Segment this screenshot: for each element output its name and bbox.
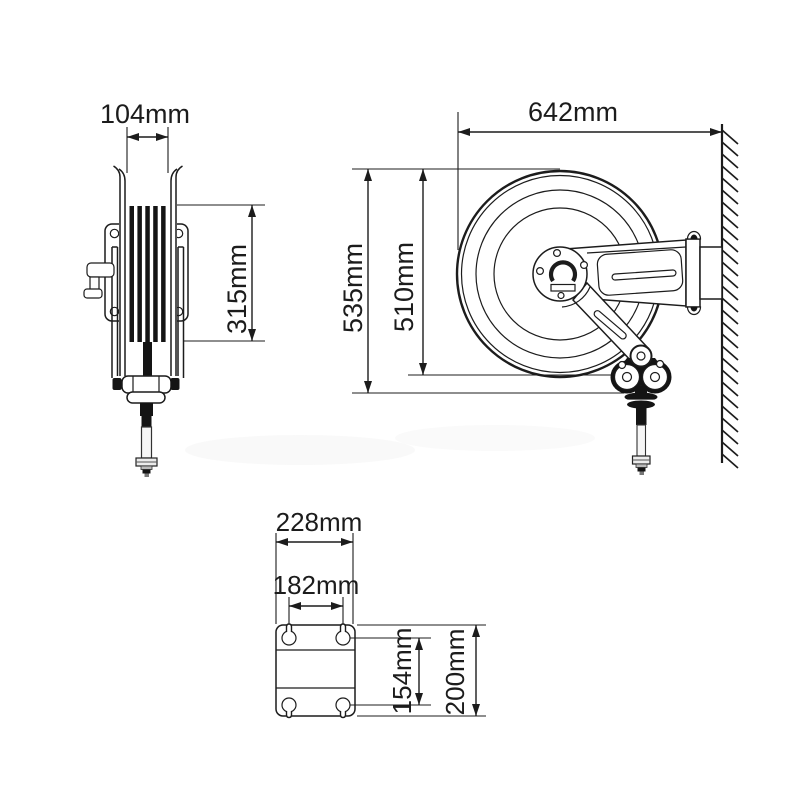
reel-hub <box>532 246 591 308</box>
front-view: 642mm 535mm 510mm <box>338 97 739 475</box>
dim-label-front-width: 642mm <box>528 97 618 127</box>
dim-label-bracket-height: 200mm <box>440 629 470 716</box>
side-pivot-bolt <box>112 378 122 390</box>
hub-bolt <box>557 291 565 300</box>
dim-label-bracket-width: 228mm <box>276 507 363 537</box>
side-drum <box>113 165 183 376</box>
dim-side-width: 104mm <box>100 99 190 173</box>
side-hose-coil <box>129 206 166 376</box>
side-pivot-bolt <box>170 378 180 390</box>
keyhole-top-left <box>281 623 297 646</box>
dim-label-bracket-hole-width: 182mm <box>273 570 360 600</box>
dim-front-overall-height: 535mm <box>338 169 624 394</box>
side-latch-bracket <box>83 262 115 299</box>
keyhole-bottom-left <box>281 697 297 719</box>
side-swivel-fitting <box>112 375 180 477</box>
wall-hatching <box>721 129 739 469</box>
hub-shackle <box>548 260 578 283</box>
dim-bracket-hole-height: 154mm <box>350 628 431 715</box>
watermark-smudge <box>185 425 595 465</box>
side-hose-center <box>143 342 152 376</box>
dim-bracket-width: 228mm <box>275 507 363 624</box>
hub-bolt <box>552 249 561 258</box>
side-view: 104mm 315mm <box>83 99 265 477</box>
front-arm-upper <box>564 239 687 307</box>
bracket-view: 228mm 182mm <box>273 507 486 719</box>
dim-label-front-overall-height: 535mm <box>338 243 368 333</box>
dim-bracket-hole-width: 182mm <box>273 570 360 629</box>
front-swivel-fitting <box>624 386 658 475</box>
dim-bracket-height: 200mm <box>357 624 486 717</box>
hub-shackle-bar <box>550 283 576 292</box>
dim-label-front-reel-height: 510mm <box>389 242 419 332</box>
hose-guide-rollers <box>610 344 672 394</box>
keyhole-bottom-right <box>335 697 351 719</box>
plate-screw-hole <box>109 228 120 239</box>
dim-front-width: 642mm <box>457 97 722 250</box>
hub-bolt <box>579 261 588 270</box>
hub-bolt <box>535 267 544 276</box>
wall-mount-bracket <box>685 230 723 316</box>
dim-label-side-width: 104mm <box>100 99 190 129</box>
bracket-plate <box>275 623 356 719</box>
wall <box>720 124 739 469</box>
dim-label-bracket-hole-height: 154mm <box>387 628 417 715</box>
dim-label-side-drum-height: 315mm <box>222 244 252 334</box>
dim-side-drum-height: 315mm <box>172 204 265 342</box>
